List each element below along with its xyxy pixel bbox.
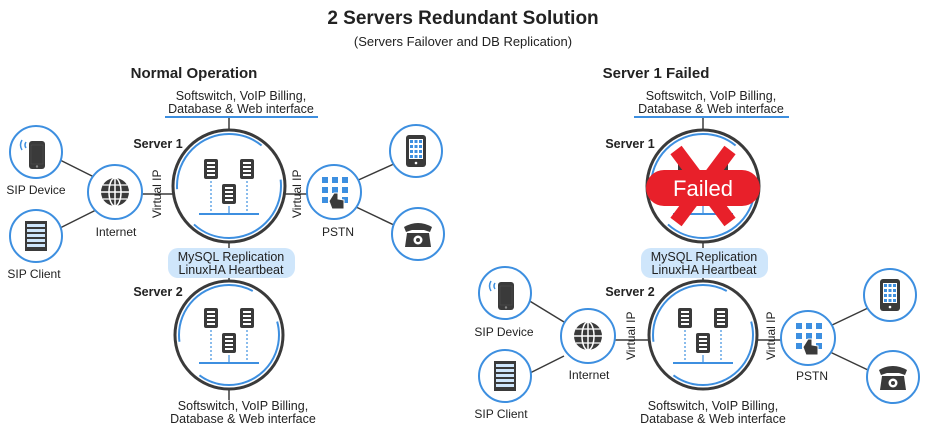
right-deskphone-icon bbox=[879, 366, 907, 390]
right-replication-badge bbox=[641, 248, 768, 278]
left-bottom-service-line1: Softswitch, VoIP Billing, bbox=[178, 399, 308, 413]
diagram-subtitle: (Servers Failover and DB Replication) bbox=[354, 34, 572, 49]
right-bottom-service-line2: Database & Web interface bbox=[640, 412, 786, 426]
right-globe-icon bbox=[573, 321, 603, 351]
left-pstn-label: PSTN bbox=[322, 225, 354, 239]
server1-failed-panel: Server 1 Failed Softswitch, VoIP Billing… bbox=[474, 65, 920, 426]
left-sip-device-label: SIP Device bbox=[6, 183, 65, 197]
right-sip-device-label: SIP Device bbox=[474, 325, 533, 339]
left-deskphone-icon bbox=[404, 223, 432, 247]
right-sip-client-icon bbox=[494, 361, 516, 391]
right-replication-line1: MySQL Replication bbox=[651, 250, 758, 264]
left-sip-client-icon bbox=[25, 221, 47, 251]
left-internet-label: Internet bbox=[96, 225, 137, 239]
left-replication-line1: MySQL Replication bbox=[178, 250, 285, 264]
right-mobile-icon bbox=[880, 279, 900, 311]
right-internet-label: Internet bbox=[569, 368, 610, 382]
left-virtual-ip-left: Virtual IP bbox=[150, 170, 164, 218]
right-pstn-label: PSTN bbox=[796, 369, 828, 383]
left-server1-ring bbox=[176, 133, 282, 239]
right-sip-client-label: SIP Client bbox=[474, 407, 528, 421]
left-globe-icon bbox=[100, 177, 130, 207]
normal-operation-heading: Normal Operation bbox=[131, 65, 258, 82]
left-server1-label: Server 1 bbox=[133, 137, 182, 151]
right-virtual-ip-right: Virtual IP bbox=[764, 312, 778, 360]
left-server2-label: Server 2 bbox=[133, 285, 182, 299]
right-replication-line2: LinuxHA Heartbeat bbox=[652, 263, 757, 277]
left-server2-ring bbox=[178, 284, 280, 386]
left-replication-badge bbox=[168, 248, 295, 278]
right-bottom-service-line1: Softswitch, VoIP Billing, bbox=[648, 399, 778, 413]
left-top-service-line2: Database & Web interface bbox=[168, 102, 314, 116]
left-virtual-ip-right: Virtual IP bbox=[290, 170, 304, 218]
left-bottom-service-line2: Database & Web interface bbox=[170, 412, 316, 426]
right-top-service-line1: Softswitch, VoIP Billing, bbox=[646, 89, 776, 103]
failed-badge bbox=[646, 170, 760, 206]
right-sip-device-icon bbox=[497, 281, 515, 311]
left-mobile-icon bbox=[406, 135, 426, 167]
right-server2-ring bbox=[652, 284, 754, 386]
normal-operation-panel: Normal Operation Softswitch, VoIP Billin… bbox=[6, 65, 445, 426]
left-sip-client-label: SIP Client bbox=[7, 267, 61, 281]
failed-badge-label: Failed bbox=[673, 176, 733, 201]
left-replication-line2: LinuxHA Heartbeat bbox=[179, 263, 284, 277]
right-server1-label: Server 1 bbox=[605, 137, 654, 151]
right-server2-label: Server 2 bbox=[605, 285, 654, 299]
left-top-service-line1: Softswitch, VoIP Billing, bbox=[176, 89, 306, 103]
right-virtual-ip-left: Virtual IP bbox=[624, 312, 638, 360]
diagram-title: 2 Servers Redundant Solution bbox=[327, 8, 598, 29]
server1-failed-heading: Server 1 Failed bbox=[603, 65, 710, 82]
right-top-service-line2: Database & Web interface bbox=[638, 102, 784, 116]
left-sip-device-icon bbox=[28, 140, 46, 170]
